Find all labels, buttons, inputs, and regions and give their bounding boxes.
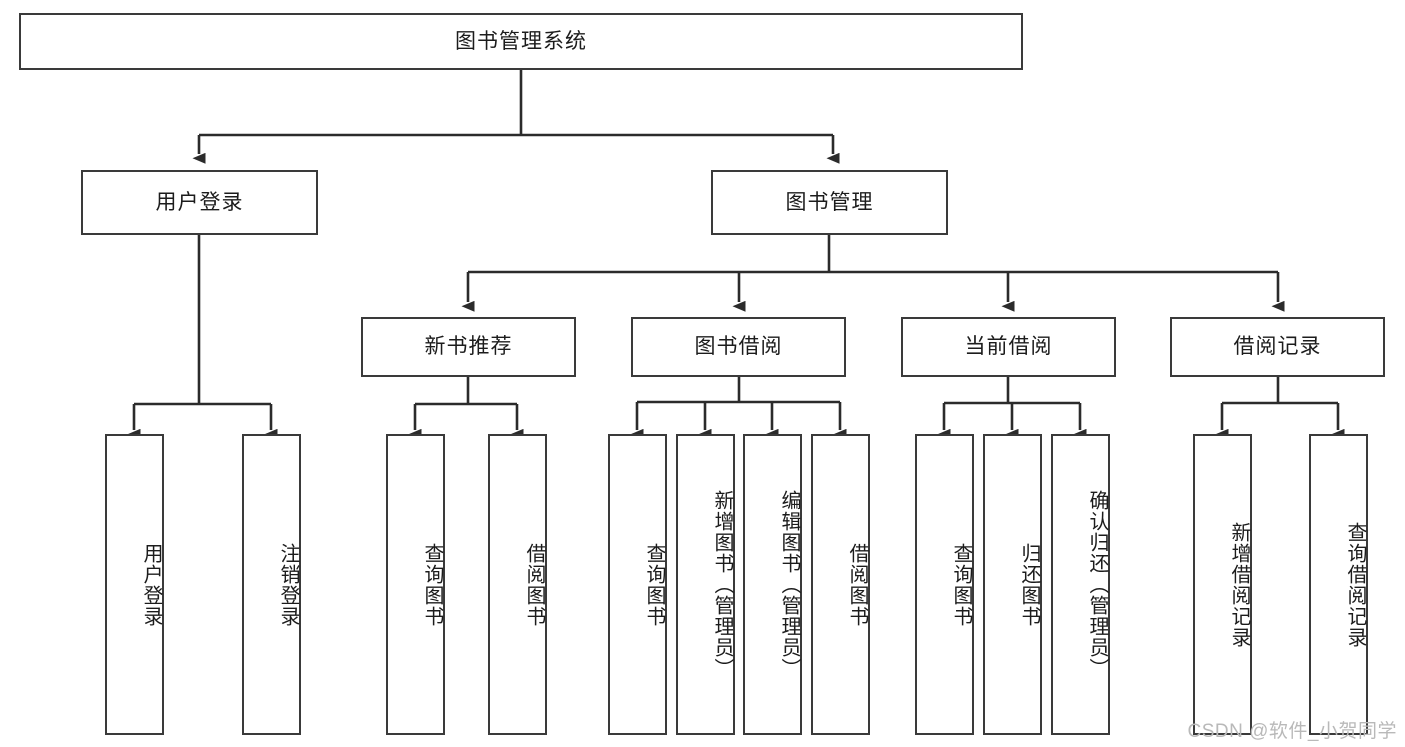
node-root[interactable]: 图书管理系统 — [19, 13, 1023, 70]
node-book-borrow[interactable]: 图书借阅 — [631, 317, 846, 377]
leaf-recommend-query-book[interactable]: 查询图书 — [386, 434, 445, 735]
leaf-borrow-add-book-admin[interactable]: 新增图书（管理员） — [676, 434, 735, 735]
leaf-label: 编辑图书（管理员） — [778, 490, 800, 679]
leaf-label: 查询借阅记录 — [1344, 521, 1366, 648]
leaf-recommend-borrow-book[interactable]: 借阅图书 — [488, 434, 547, 735]
leaf-record-add-record[interactable]: 新增借阅记录 — [1193, 434, 1252, 735]
node-borrow-record-label: 借阅记录 — [1233, 335, 1322, 359]
leaf-current-return-book[interactable]: 归还图书 — [983, 434, 1042, 735]
leaf-label: 查询图书 — [421, 542, 443, 627]
node-new-book-recommend-label: 新书推荐 — [424, 335, 513, 359]
watermark: CSDN @软件_小贺同学 — [1187, 721, 1397, 742]
leaf-label: 新增借阅记录 — [1228, 521, 1250, 648]
node-book-management-label: 图书管理 — [785, 190, 874, 214]
leaf-label: 确认归还（管理员） — [1086, 490, 1108, 679]
leaf-current-query-book[interactable]: 查询图书 — [915, 434, 974, 735]
leaf-record-query-record[interactable]: 查询借阅记录 — [1309, 434, 1368, 735]
node-user-login-label: 用户登录 — [155, 190, 244, 214]
leaf-label: 用户登录 — [140, 542, 162, 627]
node-current-borrow-label: 当前借阅 — [964, 335, 1053, 359]
node-book-borrow-label: 图书借阅 — [694, 335, 783, 359]
leaf-label: 查询图书 — [643, 542, 665, 627]
node-new-book-recommend[interactable]: 新书推荐 — [361, 317, 576, 377]
leaf-label: 查询图书 — [950, 542, 972, 627]
node-borrow-record[interactable]: 借阅记录 — [1170, 317, 1385, 377]
leaf-current-confirm-return-admin[interactable]: 确认归还（管理员） — [1051, 434, 1110, 735]
leaf-label: 借阅图书 — [523, 542, 545, 627]
leaf-borrow-borrow-book[interactable]: 借阅图书 — [811, 434, 870, 735]
leaf-user-login-logout[interactable]: 注销登录 — [242, 434, 301, 735]
node-user-login[interactable]: 用户登录 — [81, 170, 318, 235]
leaf-label: 借阅图书 — [846, 542, 868, 627]
leaf-label: 归还图书 — [1018, 542, 1040, 627]
leaf-label: 新增图书（管理员） — [711, 490, 733, 679]
leaf-borrow-query-book[interactable]: 查询图书 — [608, 434, 667, 735]
leaf-label: 注销登录 — [277, 542, 299, 627]
node-root-label: 图书管理系统 — [455, 29, 587, 53]
leaf-user-login-login[interactable]: 用户登录 — [105, 434, 164, 735]
leaf-borrow-edit-book-admin[interactable]: 编辑图书（管理员） — [743, 434, 802, 735]
node-current-borrow[interactable]: 当前借阅 — [901, 317, 1116, 377]
node-book-management[interactable]: 图书管理 — [711, 170, 948, 235]
